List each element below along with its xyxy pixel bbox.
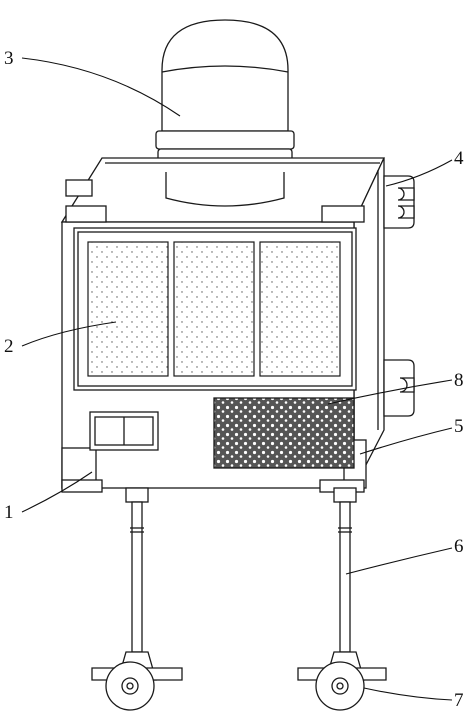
caster-wheels (91, 661, 387, 711)
leader-lines (21, 57, 453, 701)
housing-top (60, 157, 386, 223)
label-1: 1 (4, 502, 14, 523)
speaker-grille (213, 397, 355, 469)
solar-cell-1 (87, 241, 169, 377)
label-8: 8 (454, 370, 464, 391)
label-4: 4 (454, 148, 464, 169)
side-bracket (383, 359, 415, 417)
support-legs (117, 487, 365, 681)
lamp-ring-upper (155, 130, 295, 150)
label-5: 5 (454, 416, 464, 437)
solar-cell-2 (173, 241, 255, 377)
lamp-dome (161, 19, 289, 132)
label-3: 3 (4, 48, 14, 69)
switch (89, 411, 159, 451)
label-7: 7 (454, 690, 464, 711)
upper-mounting-bracket (65, 175, 415, 229)
solar-panel (73, 227, 357, 391)
label-6: 6 (454, 536, 464, 557)
solar-cell-3 (259, 241, 341, 377)
label-2: 2 (4, 336, 14, 357)
